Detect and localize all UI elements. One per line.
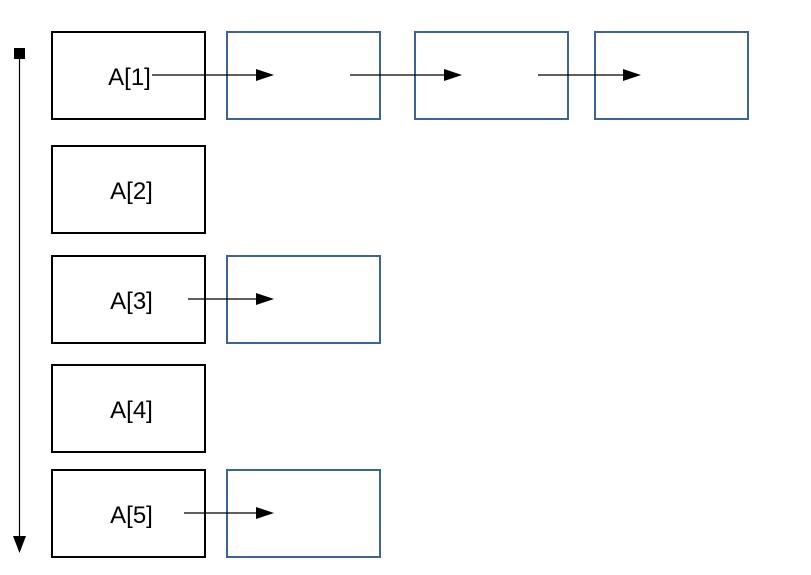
array-slot-box	[51, 364, 206, 453]
array-slot-box	[51, 469, 206, 558]
array-slot-box	[51, 145, 206, 234]
slot-label: A[3]	[110, 288, 153, 315]
slot-row-3: A[3]	[51, 255, 381, 344]
array-slot-box	[51, 255, 206, 344]
pointer-arrowhead	[256, 293, 274, 305]
pointer-arrowhead	[444, 69, 462, 81]
pointer-arrowhead	[256, 69, 274, 81]
pointer-arrowhead	[256, 507, 274, 519]
axis-start-marker	[14, 48, 25, 59]
pointer-arrow	[188, 293, 274, 305]
slot-row-5: A[5]	[51, 469, 381, 558]
pointer-arrow	[350, 69, 462, 81]
slot-row-4: A[4]	[51, 364, 206, 453]
pointer-arrow	[538, 69, 641, 81]
slot-label: A[2]	[110, 178, 153, 205]
axis-arrowhead	[13, 536, 26, 553]
pointer-arrow	[184, 507, 274, 519]
slots-layer: A[1] A[2] A[3] A[4] A[5]	[51, 31, 749, 558]
pointer-arrowhead	[623, 69, 641, 81]
slot-row-2: A[2]	[51, 145, 206, 234]
index-axis	[13, 48, 26, 553]
slot-label: A[5]	[110, 502, 153, 529]
pointer-arrow	[152, 69, 274, 81]
slot-label: A[1]	[108, 64, 151, 91]
slot-label: A[4]	[110, 397, 153, 424]
slot-row-1: A[1]	[51, 31, 749, 120]
